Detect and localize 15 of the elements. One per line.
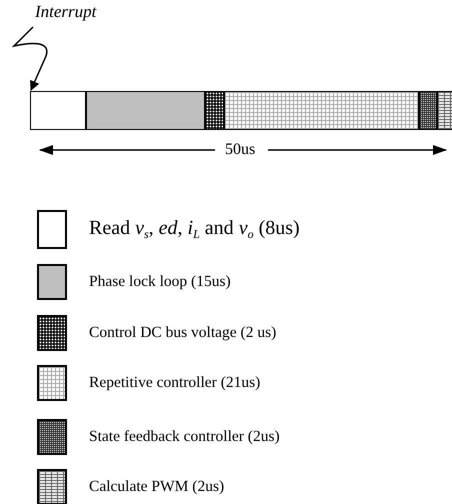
legend-text: Calculate PWM (2us) — [89, 478, 224, 496]
arrow — [13, 26, 48, 91]
time-segment — [419, 91, 437, 130]
time-segment — [437, 91, 452, 130]
legend-text: Read v$_{s}$, ed, i$_{L}$ and v$_{o}$ (8us) — [89, 216, 300, 242]
legend-text: Phase lock loop (15us) — [89, 273, 231, 291]
legend-text: State feedback controller (2us) — [89, 428, 280, 446]
legend-text: Control DC bus voltage (2 us) — [89, 324, 276, 342]
legend-text: Repetitive controller (21us) — [89, 374, 260, 392]
time-segment — [224, 91, 419, 130]
interrupt-label: Interrupt — [35, 2, 96, 22]
time-segment — [30, 91, 86, 130]
dimension-label: 50us — [224, 140, 256, 160]
time-segment — [205, 91, 224, 130]
time-segment — [86, 91, 205, 130]
